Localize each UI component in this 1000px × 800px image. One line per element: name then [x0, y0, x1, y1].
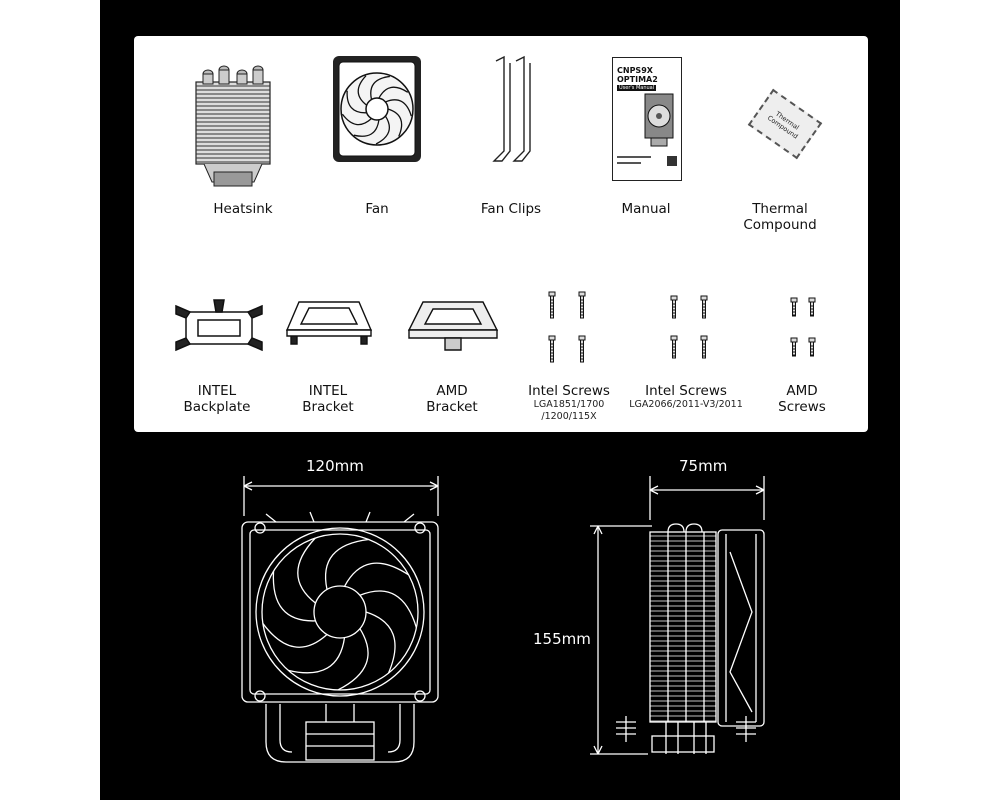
manual-icon: CNPS9X OPTIMA2 User's Manual	[612, 57, 682, 181]
manual-model: CNPS9X	[617, 66, 653, 75]
manual-badge: User's Manual	[617, 85, 657, 91]
fan-icon	[333, 56, 421, 162]
label-intel-screws-2066: Intel Screws	[645, 383, 727, 399]
label-amd-bracket: AMD Bracket	[426, 383, 478, 415]
label-intel-screws-1851: Intel Screws	[528, 383, 610, 399]
heatsink-icon	[195, 65, 271, 187]
depth-dimension-label: 75mm	[679, 457, 728, 475]
label-amd-screws: AMD Screws	[778, 383, 826, 415]
sub-intel-screws-1851: LGA1851/1700 /1200/115X	[533, 399, 605, 422]
sub-intel-screws-2066: LGA2066/2011-V3/2011	[629, 399, 743, 410]
label-heatsink: Heatsink	[213, 201, 273, 217]
label-fan-clips: Fan Clips	[480, 201, 542, 217]
intel-bracket-icon	[285, 301, 373, 345]
fan-clips-icon	[492, 55, 531, 162]
intel-screws-1851-icon	[548, 291, 586, 363]
amd-bracket-icon	[407, 301, 499, 351]
label-intel-backplate: INTEL Backplate	[183, 383, 251, 415]
label-thermal-compound: Thermal Compound	[743, 201, 817, 233]
label-fan: Fan	[365, 201, 389, 217]
width-dimension-label: 120mm	[306, 457, 364, 475]
manual-subtitle: OPTIMA2	[617, 75, 658, 84]
manual-cooler-illustration	[644, 93, 674, 147]
height-dimension-label: 155mm	[533, 630, 591, 648]
backplate-icon	[175, 299, 263, 352]
intel-screws-2066-icon	[670, 295, 708, 359]
side-view-drawing	[590, 476, 765, 755]
label-manual: Manual	[621, 201, 671, 217]
label-intel-bracket: INTEL Bracket	[302, 383, 354, 415]
amd-screws-icon	[790, 297, 816, 357]
front-view-drawing	[241, 476, 439, 763]
